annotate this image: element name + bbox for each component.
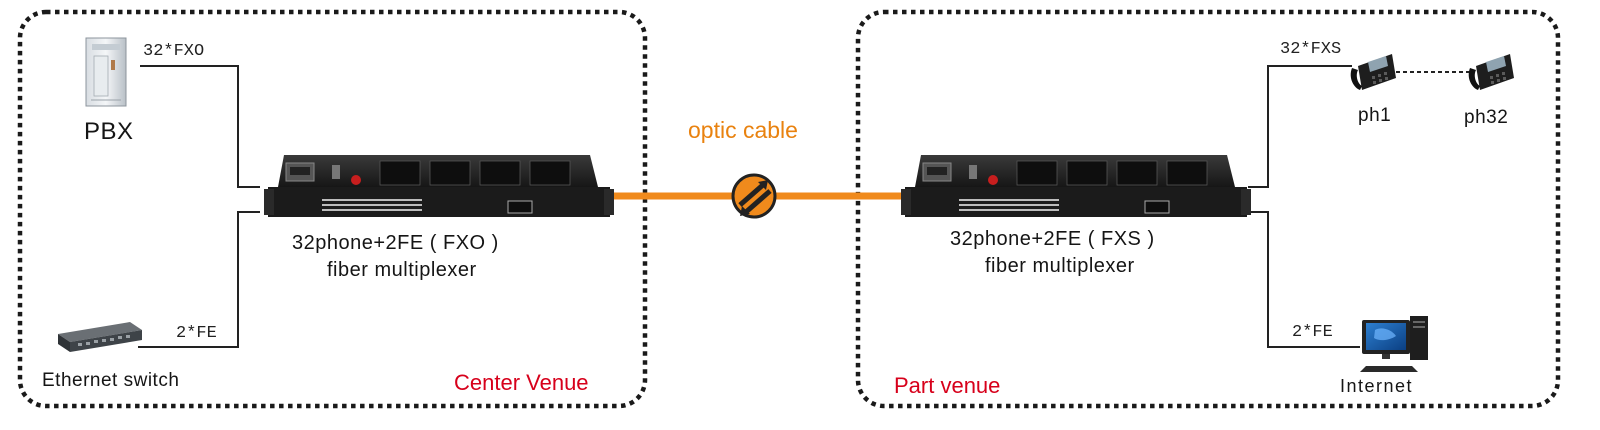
right-venue-frame <box>855 9 1561 409</box>
fiber-multiplexer-icon <box>264 155 614 217</box>
phone-last-label: ph32 <box>1464 107 1509 128</box>
fe-link-label-left: 2*FE <box>176 324 217 343</box>
ip-phone-icon <box>1350 54 1396 90</box>
fe-link-label-right: 2*FE <box>1292 323 1333 342</box>
optic-cable-label: optic cable <box>688 117 798 143</box>
computer-icon <box>1360 316 1428 372</box>
fxo-connector-line <box>140 65 260 188</box>
fxs-connector-line <box>1248 65 1352 188</box>
ethernet-switch-icon <box>58 322 142 352</box>
fe-connector-line-right <box>1248 211 1360 348</box>
right-device-line1: 32phone+2FE ( FXS ) <box>950 228 1155 250</box>
ip-phone-icon <box>1468 54 1514 90</box>
left-device-line1: 32phone+2FE ( FXO ) <box>292 232 499 254</box>
left-venue-title: Center Venue <box>454 370 589 395</box>
fe-connector-line-left <box>138 211 260 348</box>
fxo-link-label: 32*FXO <box>143 42 205 61</box>
internet-label: Internet <box>1340 376 1414 396</box>
pbx-cabinet-icon <box>85 37 127 107</box>
left-venue-frame <box>17 9 648 409</box>
optic-link-icon <box>731 173 777 219</box>
right-device-line2: fiber multiplexer <box>985 255 1135 277</box>
ethernet-switch-label: Ethernet switch <box>42 370 180 391</box>
left-device-line2: fiber multiplexer <box>327 259 477 281</box>
fxs-link-label: 32*FXS <box>1280 40 1342 59</box>
fiber-multiplexer-icon <box>901 155 1251 217</box>
right-venue-title: Part venue <box>894 373 1001 398</box>
phone-first-label: ph1 <box>1358 105 1392 126</box>
pbx-label: PBX <box>84 118 134 145</box>
